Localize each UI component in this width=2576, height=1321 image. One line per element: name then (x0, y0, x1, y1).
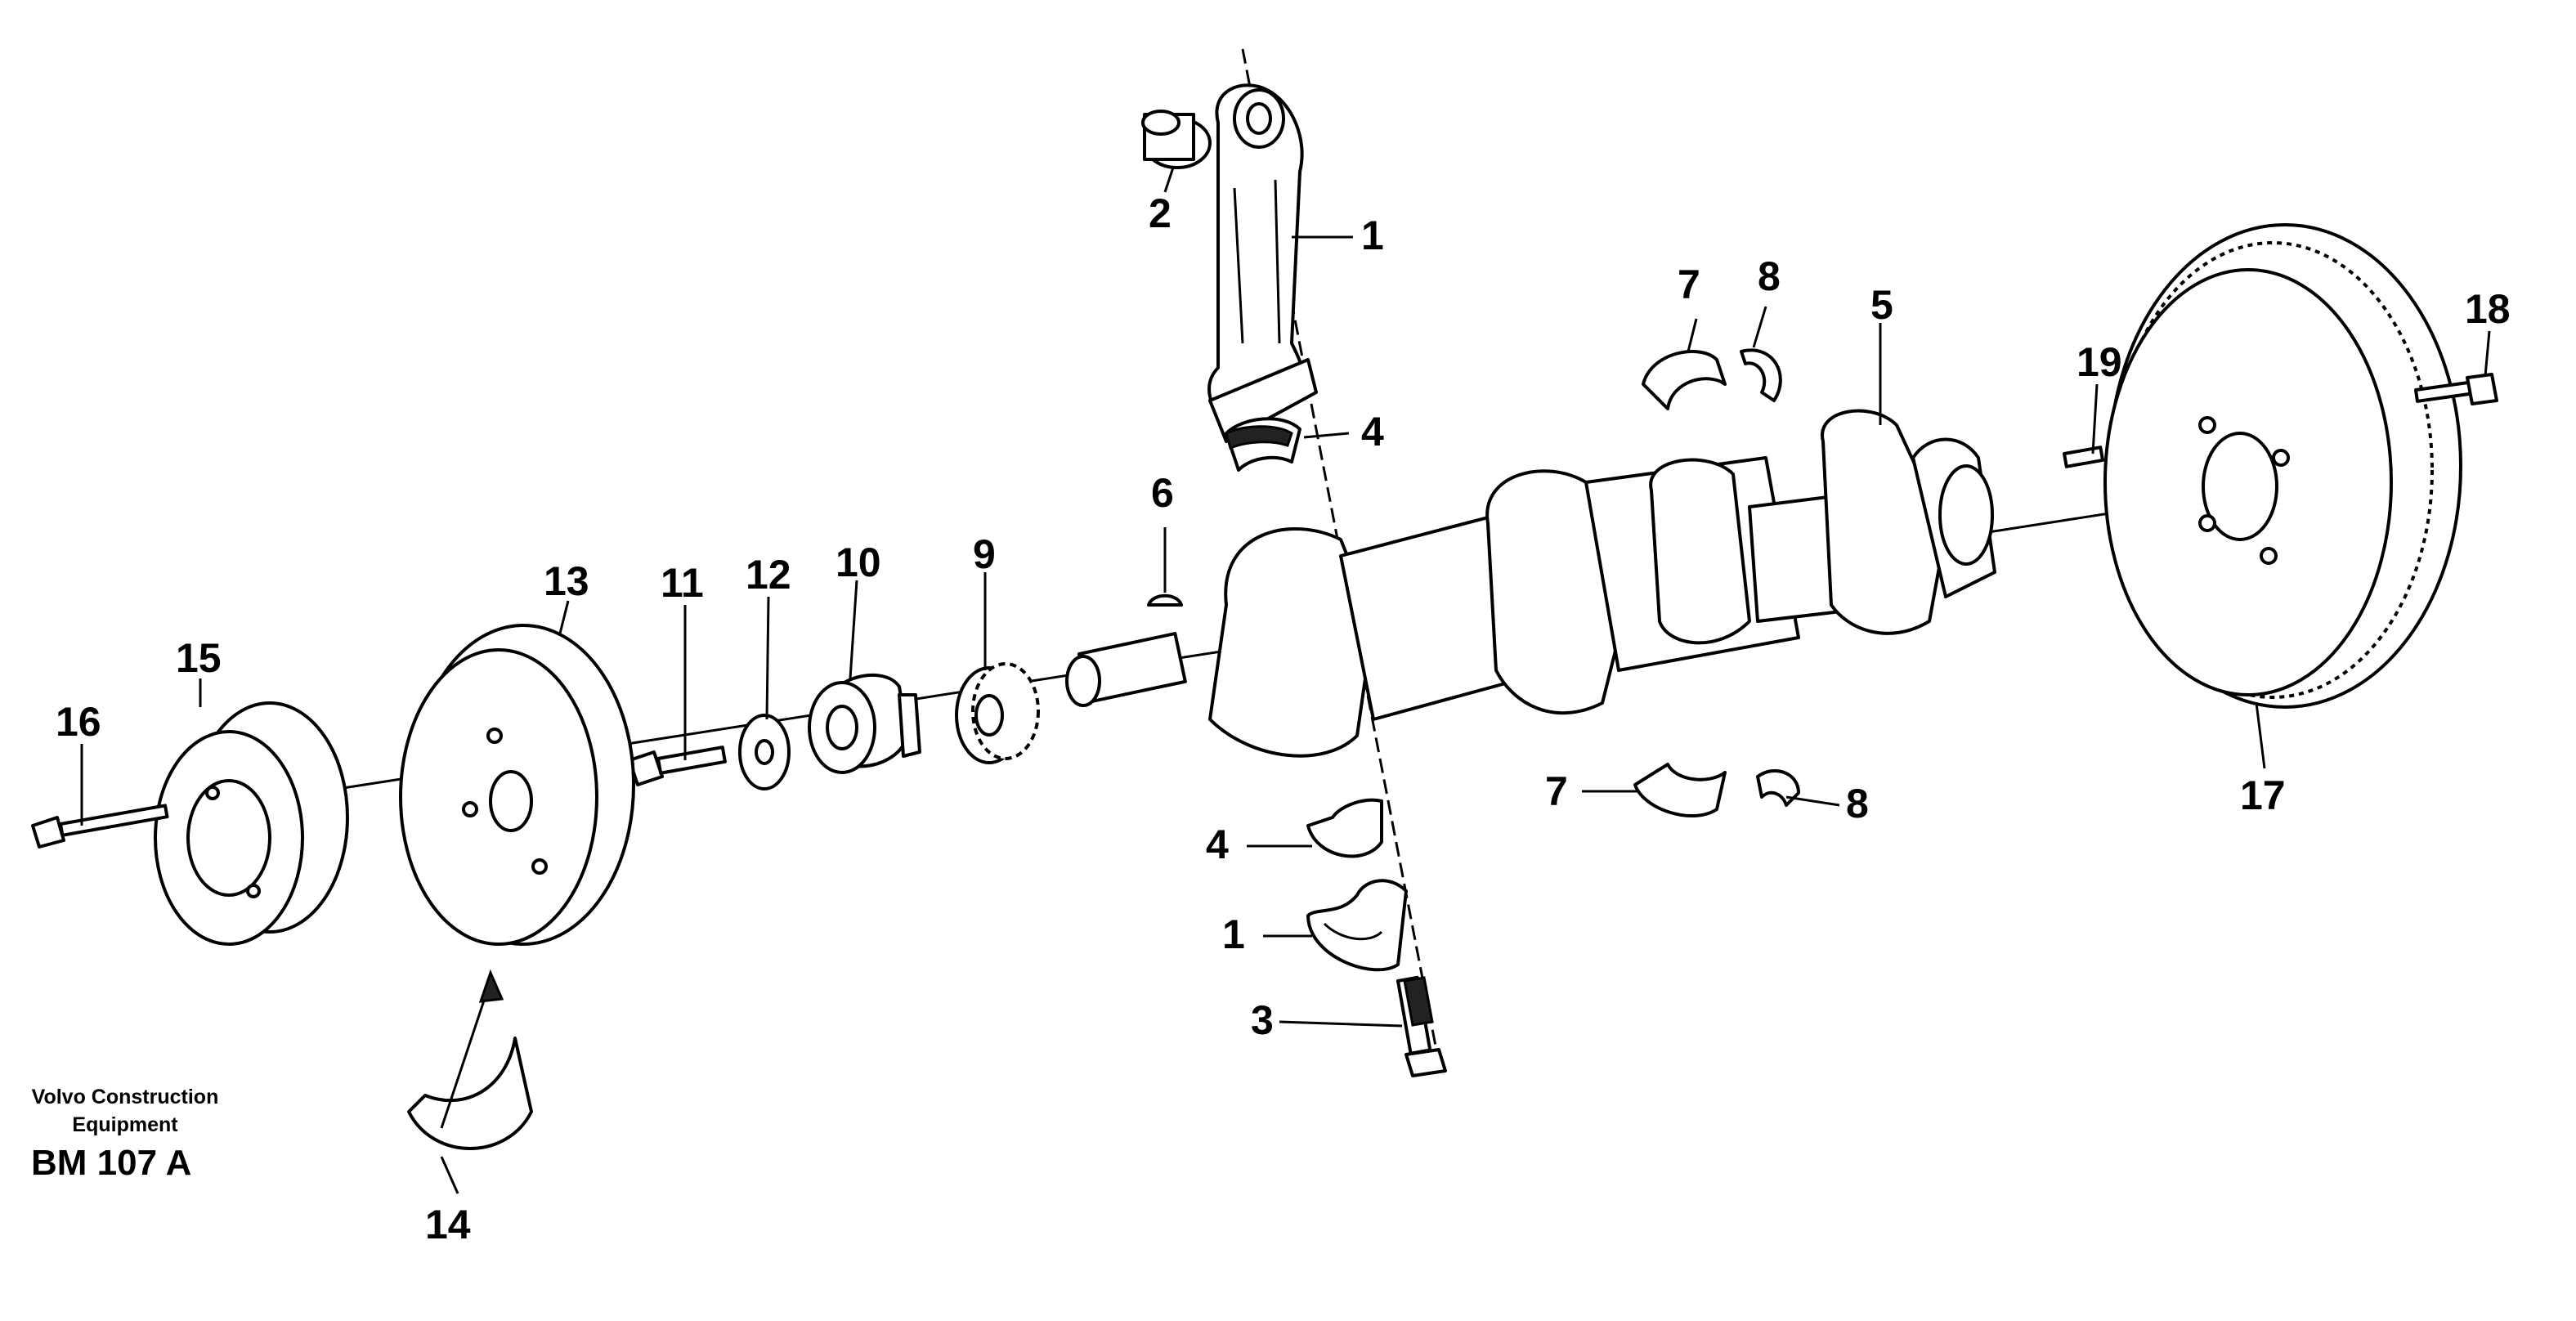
callout-13: 13 (544, 558, 589, 604)
damper-insert (407, 969, 533, 1150)
callout-16: 16 (56, 699, 101, 745)
credit-line-2: Equipment (72, 1113, 178, 1136)
leader-17 (2255, 702, 2266, 769)
v-belt-pulley (154, 701, 349, 946)
figure-code: BM 107 A (31, 1143, 192, 1183)
callout-5: 5 (1870, 282, 1893, 328)
crankshaft (1065, 409, 1996, 758)
connecting-rod-cap (1306, 879, 1408, 972)
leader-13 (558, 600, 570, 634)
callout-2: 2 (1149, 190, 1172, 236)
callout-19: 19 (2076, 339, 2122, 385)
callout-18: 18 (2465, 286, 2511, 332)
leader-10 (849, 580, 858, 679)
leader-12 (765, 596, 770, 720)
main-bearing-shell-lower (1633, 763, 1800, 817)
leader-18 (2484, 330, 2491, 377)
flywheel (2103, 223, 2462, 709)
woodruff-key (1147, 593, 1183, 607)
pulley-bolt (628, 746, 727, 786)
leader-7-top (1687, 318, 1698, 352)
callout-14: 14 (425, 1202, 471, 1247)
connecting-rod-bolt (1396, 975, 1447, 1077)
callout-12: 12 (746, 552, 791, 598)
callout-9: 9 (973, 531, 996, 577)
callout-3: 3 (1251, 997, 1274, 1043)
callout-4-low: 4 (1206, 822, 1229, 867)
callout-8-top: 8 (1758, 253, 1781, 299)
leader-2 (1163, 167, 1175, 193)
big-end-bearing-shell-lower (1306, 798, 1383, 858)
callout-1-top: 1 (1361, 213, 1384, 258)
leader-8-top (1752, 306, 1767, 348)
callout-7-low: 7 (1545, 768, 1568, 814)
callout-10: 10 (836, 540, 881, 585)
pulley-screw (31, 804, 169, 849)
flywheel-bolt (2414, 373, 2498, 405)
callout-7-top: 7 (1678, 262, 1700, 307)
callout-4-top: 4 (1361, 409, 1384, 455)
leader-3 (1279, 1020, 1403, 1028)
leader-4-top (1303, 432, 1350, 439)
leader-14 (440, 1156, 459, 1194)
leader-8-low (1785, 795, 1840, 807)
crankshaft-gear (955, 662, 1040, 764)
callout-6: 6 (1151, 470, 1174, 516)
connecting-rod (1207, 83, 1318, 443)
hub (808, 674, 921, 774)
callout-8-low: 8 (1846, 781, 1869, 826)
leader-19 (2091, 383, 2099, 455)
callout-17: 17 (2240, 772, 2286, 818)
callout-15: 15 (176, 635, 222, 681)
callout-1-low: 1 (1222, 911, 1245, 957)
small-end-bushing (1141, 110, 1212, 169)
callout-11: 11 (661, 560, 704, 606)
credit-line-1: Volvo Construction (31, 1086, 219, 1108)
big-end-bearing-shell-upper (1225, 417, 1301, 472)
washer (738, 714, 791, 790)
vibration-damper (399, 624, 635, 946)
guide-pin (2062, 446, 2105, 468)
main-bearing-shell-upper (1642, 348, 1782, 410)
